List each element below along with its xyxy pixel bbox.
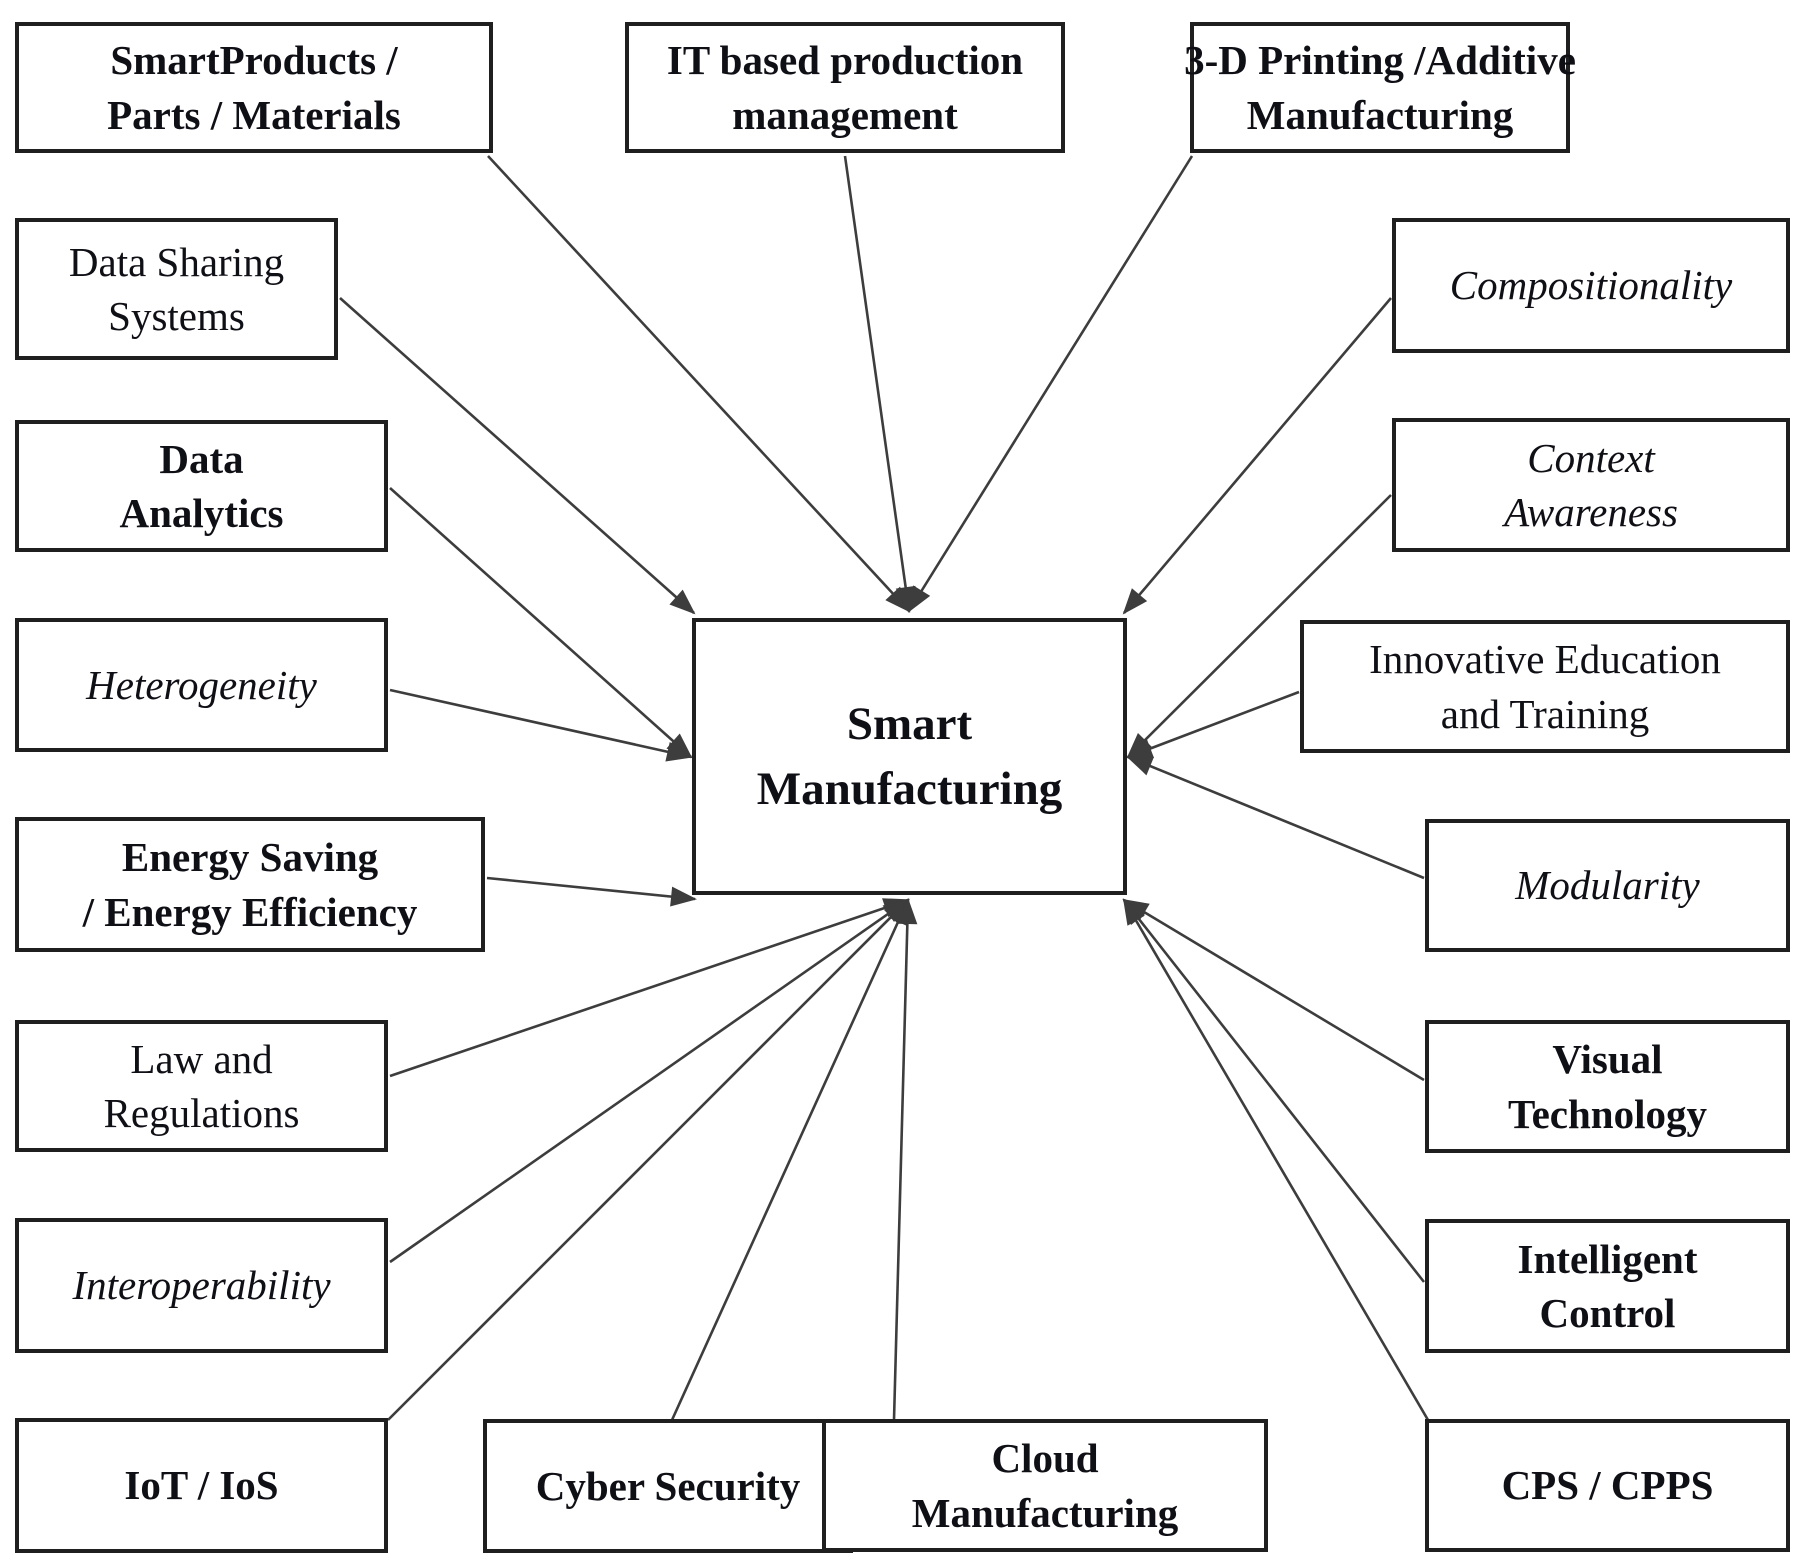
arrow-modularity-to-center <box>1126 755 1425 880</box>
arrow-data-sharing-systems-to-center <box>339 297 696 615</box>
node-label-line: Awareness <box>1504 489 1678 535</box>
node-label-line: Parts / Materials <box>107 91 401 138</box>
arrow-it-based-production-to-center <box>843 155 916 613</box>
node-label-line: IoT / IoS <box>124 1462 279 1509</box>
node-label-line: 3-D Printing /Additive <box>1184 37 1576 84</box>
node-label-line: CPS / CPPS <box>1501 1462 1714 1509</box>
node-label-line: Manufacturing <box>756 762 1063 815</box>
node-label-line: Innovative Education <box>1369 636 1721 683</box>
arrow-cyber-security-to-center <box>670 898 910 1421</box>
node-label-line: IT based production <box>666 37 1024 84</box>
node-label-line: Energy Saving <box>121 834 379 881</box>
arrow-energy-saving-to-center <box>486 876 697 907</box>
node-label-line: and Training <box>1440 690 1650 737</box>
node-label-line: management <box>732 91 958 138</box>
node-label-line: Technology <box>1508 1090 1707 1137</box>
node-cyber-security: Cyber Security <box>483 1419 853 1553</box>
node-cps-cpps: CPS / CPPS <box>1425 1419 1790 1552</box>
node-label-line: Smart <box>846 697 973 750</box>
arrow-intelligent-control-to-center <box>1122 898 1426 1283</box>
node-label-line: Visual <box>1552 1036 1663 1083</box>
arrow-3d-printing-additive-to-center <box>907 155 1194 613</box>
node-label-line: Law and <box>130 1035 273 1082</box>
node-label-line: Context <box>1527 434 1655 481</box>
node-label-line: Data Sharing <box>68 238 285 285</box>
arrow-data-analytics-to-center <box>389 487 693 759</box>
node-modularity: Modularity <box>1425 819 1790 952</box>
node-label-line: Compositionality <box>1449 262 1733 309</box>
arrow-smart-products-to-center <box>487 155 911 613</box>
arrow-heterogeneity-to-center <box>389 688 693 762</box>
arrow-cps-cpps-to-center <box>1122 898 1430 1421</box>
arrow-cloud-manufacturing-to-center <box>892 898 918 1421</box>
node-label-line: Analytics <box>119 490 284 536</box>
node-label-line: Manufacturing <box>1246 91 1514 138</box>
node-it-based-production: IT based production management <box>625 22 1065 153</box>
node-heterogeneity: Heterogeneity <box>15 618 388 752</box>
arrow-innovative-education-to-center <box>1126 690 1300 759</box>
node-label-line: Cloud <box>991 1435 1099 1482</box>
node-label-line: SmartProducts / <box>110 37 398 84</box>
node-smart-products: SmartProducts / Parts / Materials <box>15 22 493 153</box>
node-iot-ios: IoT / IoS <box>15 1418 388 1553</box>
node-label-line: Interoperability <box>72 1262 331 1309</box>
node-innovative-education: Innovative Education and Training <box>1300 620 1790 753</box>
arrow-iot-ios-to-center <box>387 898 910 1421</box>
node-label-line: Regulations <box>103 1090 300 1136</box>
node-label-line: Systems <box>108 293 245 339</box>
arrow-law-and-regulations-to-center <box>389 898 910 1078</box>
node-compositionality: Compositionality <box>1392 218 1790 353</box>
node-label-line: Manufacturing <box>911 1489 1179 1536</box>
node-label-line: Heterogeneity <box>86 661 317 708</box>
node-label-line: Data <box>159 435 244 482</box>
node-label-line: / Energy Efficiency <box>82 888 418 935</box>
node-label-line: Modularity <box>1515 862 1700 909</box>
node-interoperability: Interoperability <box>15 1218 388 1353</box>
node-label-line: Intelligent <box>1517 1235 1698 1282</box>
arrow-context-awareness-to-center <box>1126 494 1392 759</box>
node-label-line: Cyber Security <box>535 1462 801 1509</box>
node-label-line: Control <box>1539 1290 1676 1336</box>
arrow-interoperability-to-center <box>389 898 910 1264</box>
arrow-compositionality-to-center <box>1122 297 1392 615</box>
node-energy-saving: Energy Saving / Energy Efficiency <box>15 817 485 952</box>
arrow-visual-technology-to-center <box>1122 898 1425 1082</box>
